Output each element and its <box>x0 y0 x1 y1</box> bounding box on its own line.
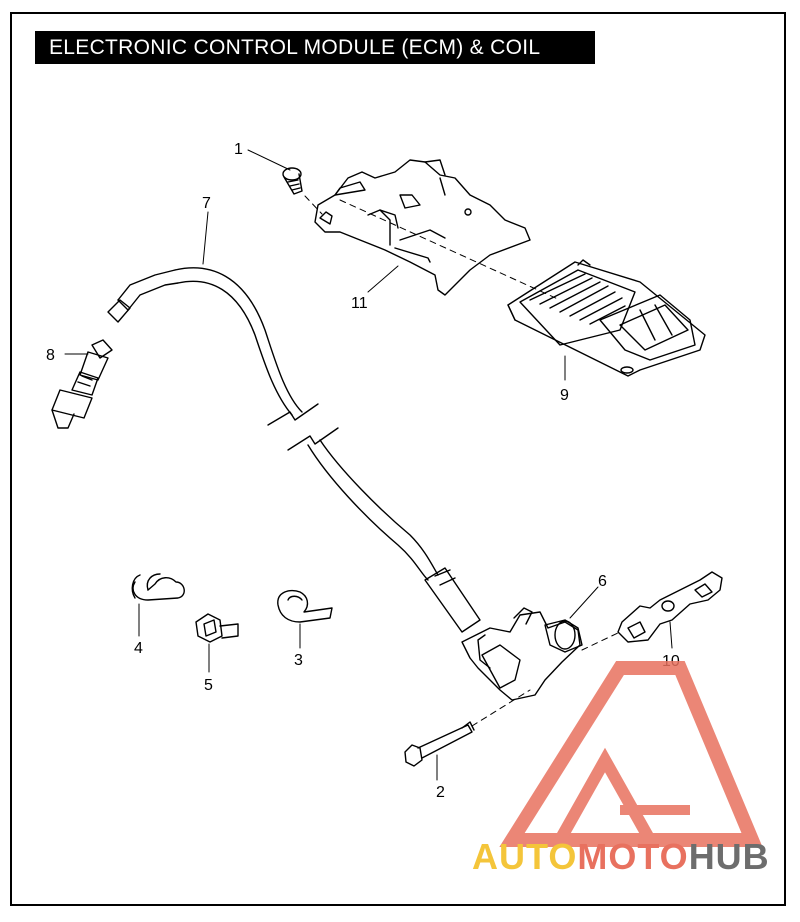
plug-wire <box>107 267 481 633</box>
watermark-moto: MOTO <box>577 836 689 877</box>
callout-8: 8 <box>46 347 55 364</box>
watermark-hub: HUB <box>688 836 770 877</box>
clip-4 <box>131 573 185 601</box>
callout-11: 11 <box>351 295 368 312</box>
bolt-part <box>404 721 475 767</box>
break-mark-lower <box>287 427 339 451</box>
clip-5 <box>195 613 239 643</box>
spark-plug <box>51 339 113 429</box>
break-mark-upper <box>267 403 319 426</box>
ecm-bracket <box>314 159 531 296</box>
callout-1: 1 <box>234 141 243 158</box>
callout-5: 5 <box>204 677 213 694</box>
clip-3 <box>277 589 333 623</box>
watermark-text: AUTOMOTOHUB <box>472 836 770 878</box>
callout-2: 2 <box>436 784 445 801</box>
watermark-logo <box>499 661 763 847</box>
ignition-coil <box>461 607 583 701</box>
screw-part <box>282 167 303 195</box>
leader-lines <box>64 149 673 781</box>
coil-bracket <box>617 571 723 643</box>
diagram-frame <box>10 12 786 906</box>
assembly-lines <box>304 195 621 727</box>
callout-7: 7 <box>202 195 211 212</box>
watermark-auto: AUTO <box>472 836 578 877</box>
callout-9: 9 <box>560 387 569 404</box>
callout-3: 3 <box>294 652 303 669</box>
diagram-title: ELECTRONIC CONTROL MODULE (ECM) & COIL <box>35 31 595 64</box>
callout-4: 4 <box>134 640 143 657</box>
ecm-module <box>507 259 706 377</box>
callout-6: 6 <box>598 573 607 590</box>
